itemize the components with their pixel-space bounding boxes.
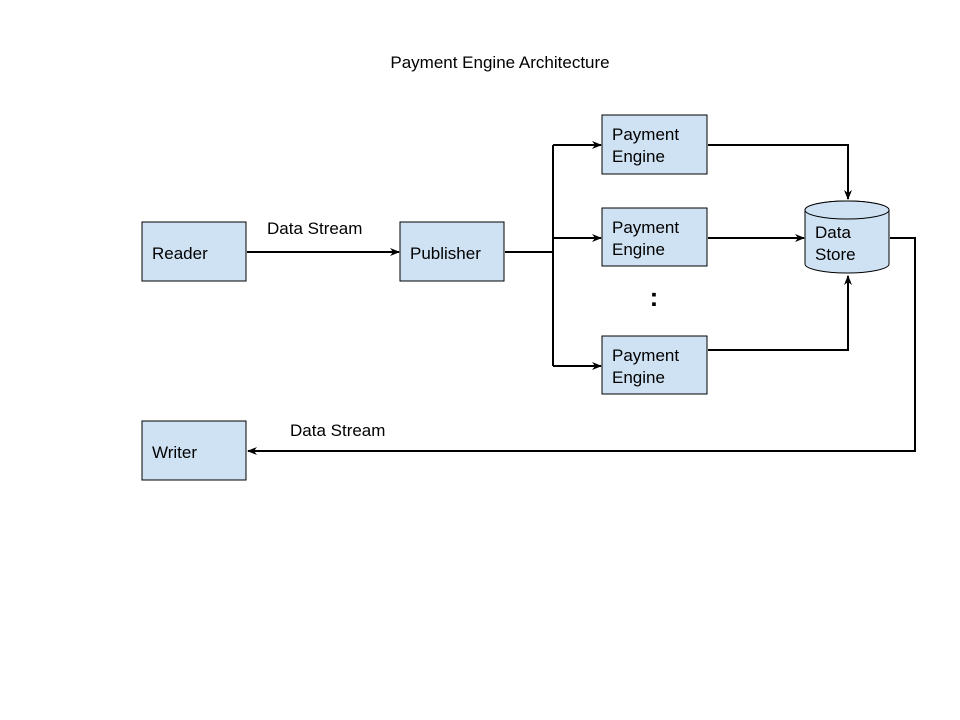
- writer-label: Writer: [152, 443, 197, 462]
- edge-label-datastore-writer: Data Stream: [290, 421, 385, 440]
- payment-engine-node-1: Payment Engine: [601, 114, 708, 175]
- nodes: Reader Publisher Payment Engine Payment …: [141, 114, 890, 481]
- edges: Data Stream Data Stream: [247, 141, 916, 455]
- data-store-line2: Store: [815, 245, 856, 264]
- payment-engine-2-line2: Engine: [612, 240, 665, 259]
- payment-engine-box-1: [601, 114, 708, 175]
- payment-engine-node-3: Payment Engine: [601, 335, 708, 395]
- publisher-box: [399, 221, 505, 282]
- publisher-node: Publisher: [399, 221, 505, 282]
- edge-engine-3-to-datastore: [708, 275, 852, 351]
- reader-node: Reader: [141, 221, 247, 282]
- data-store-cylinder-top: [804, 200, 890, 220]
- edge-datastore-to-writer: [247, 237, 916, 455]
- payment-engine-1-line2: Engine: [612, 147, 665, 166]
- payment-engine-1-line1: Payment: [612, 125, 679, 144]
- more-engines-ellipsis: :: [650, 282, 659, 312]
- payment-engine-box-2: [601, 207, 708, 267]
- data-store-line1: Data: [815, 223, 851, 242]
- publisher-label: Publisher: [410, 244, 481, 263]
- writer-node: Writer: [141, 420, 247, 481]
- payment-engine-3-line2: Engine: [612, 368, 665, 387]
- payment-engine-2-line1: Payment: [612, 218, 679, 237]
- diagram-title: Payment Engine Architecture: [390, 53, 609, 72]
- payment-engine-node-2: Payment Engine: [601, 207, 708, 267]
- edge-engine-1-to-datastore: [708, 144, 852, 200]
- data-store-node: Data Store: [804, 200, 890, 274]
- reader-box: [141, 221, 247, 282]
- writer-box: [141, 420, 247, 481]
- reader-label: Reader: [152, 244, 208, 263]
- payment-engine-3-line1: Payment: [612, 346, 679, 365]
- payment-engine-box-3: [601, 335, 708, 395]
- edge-label-reader-publisher: Data Stream: [267, 219, 362, 238]
